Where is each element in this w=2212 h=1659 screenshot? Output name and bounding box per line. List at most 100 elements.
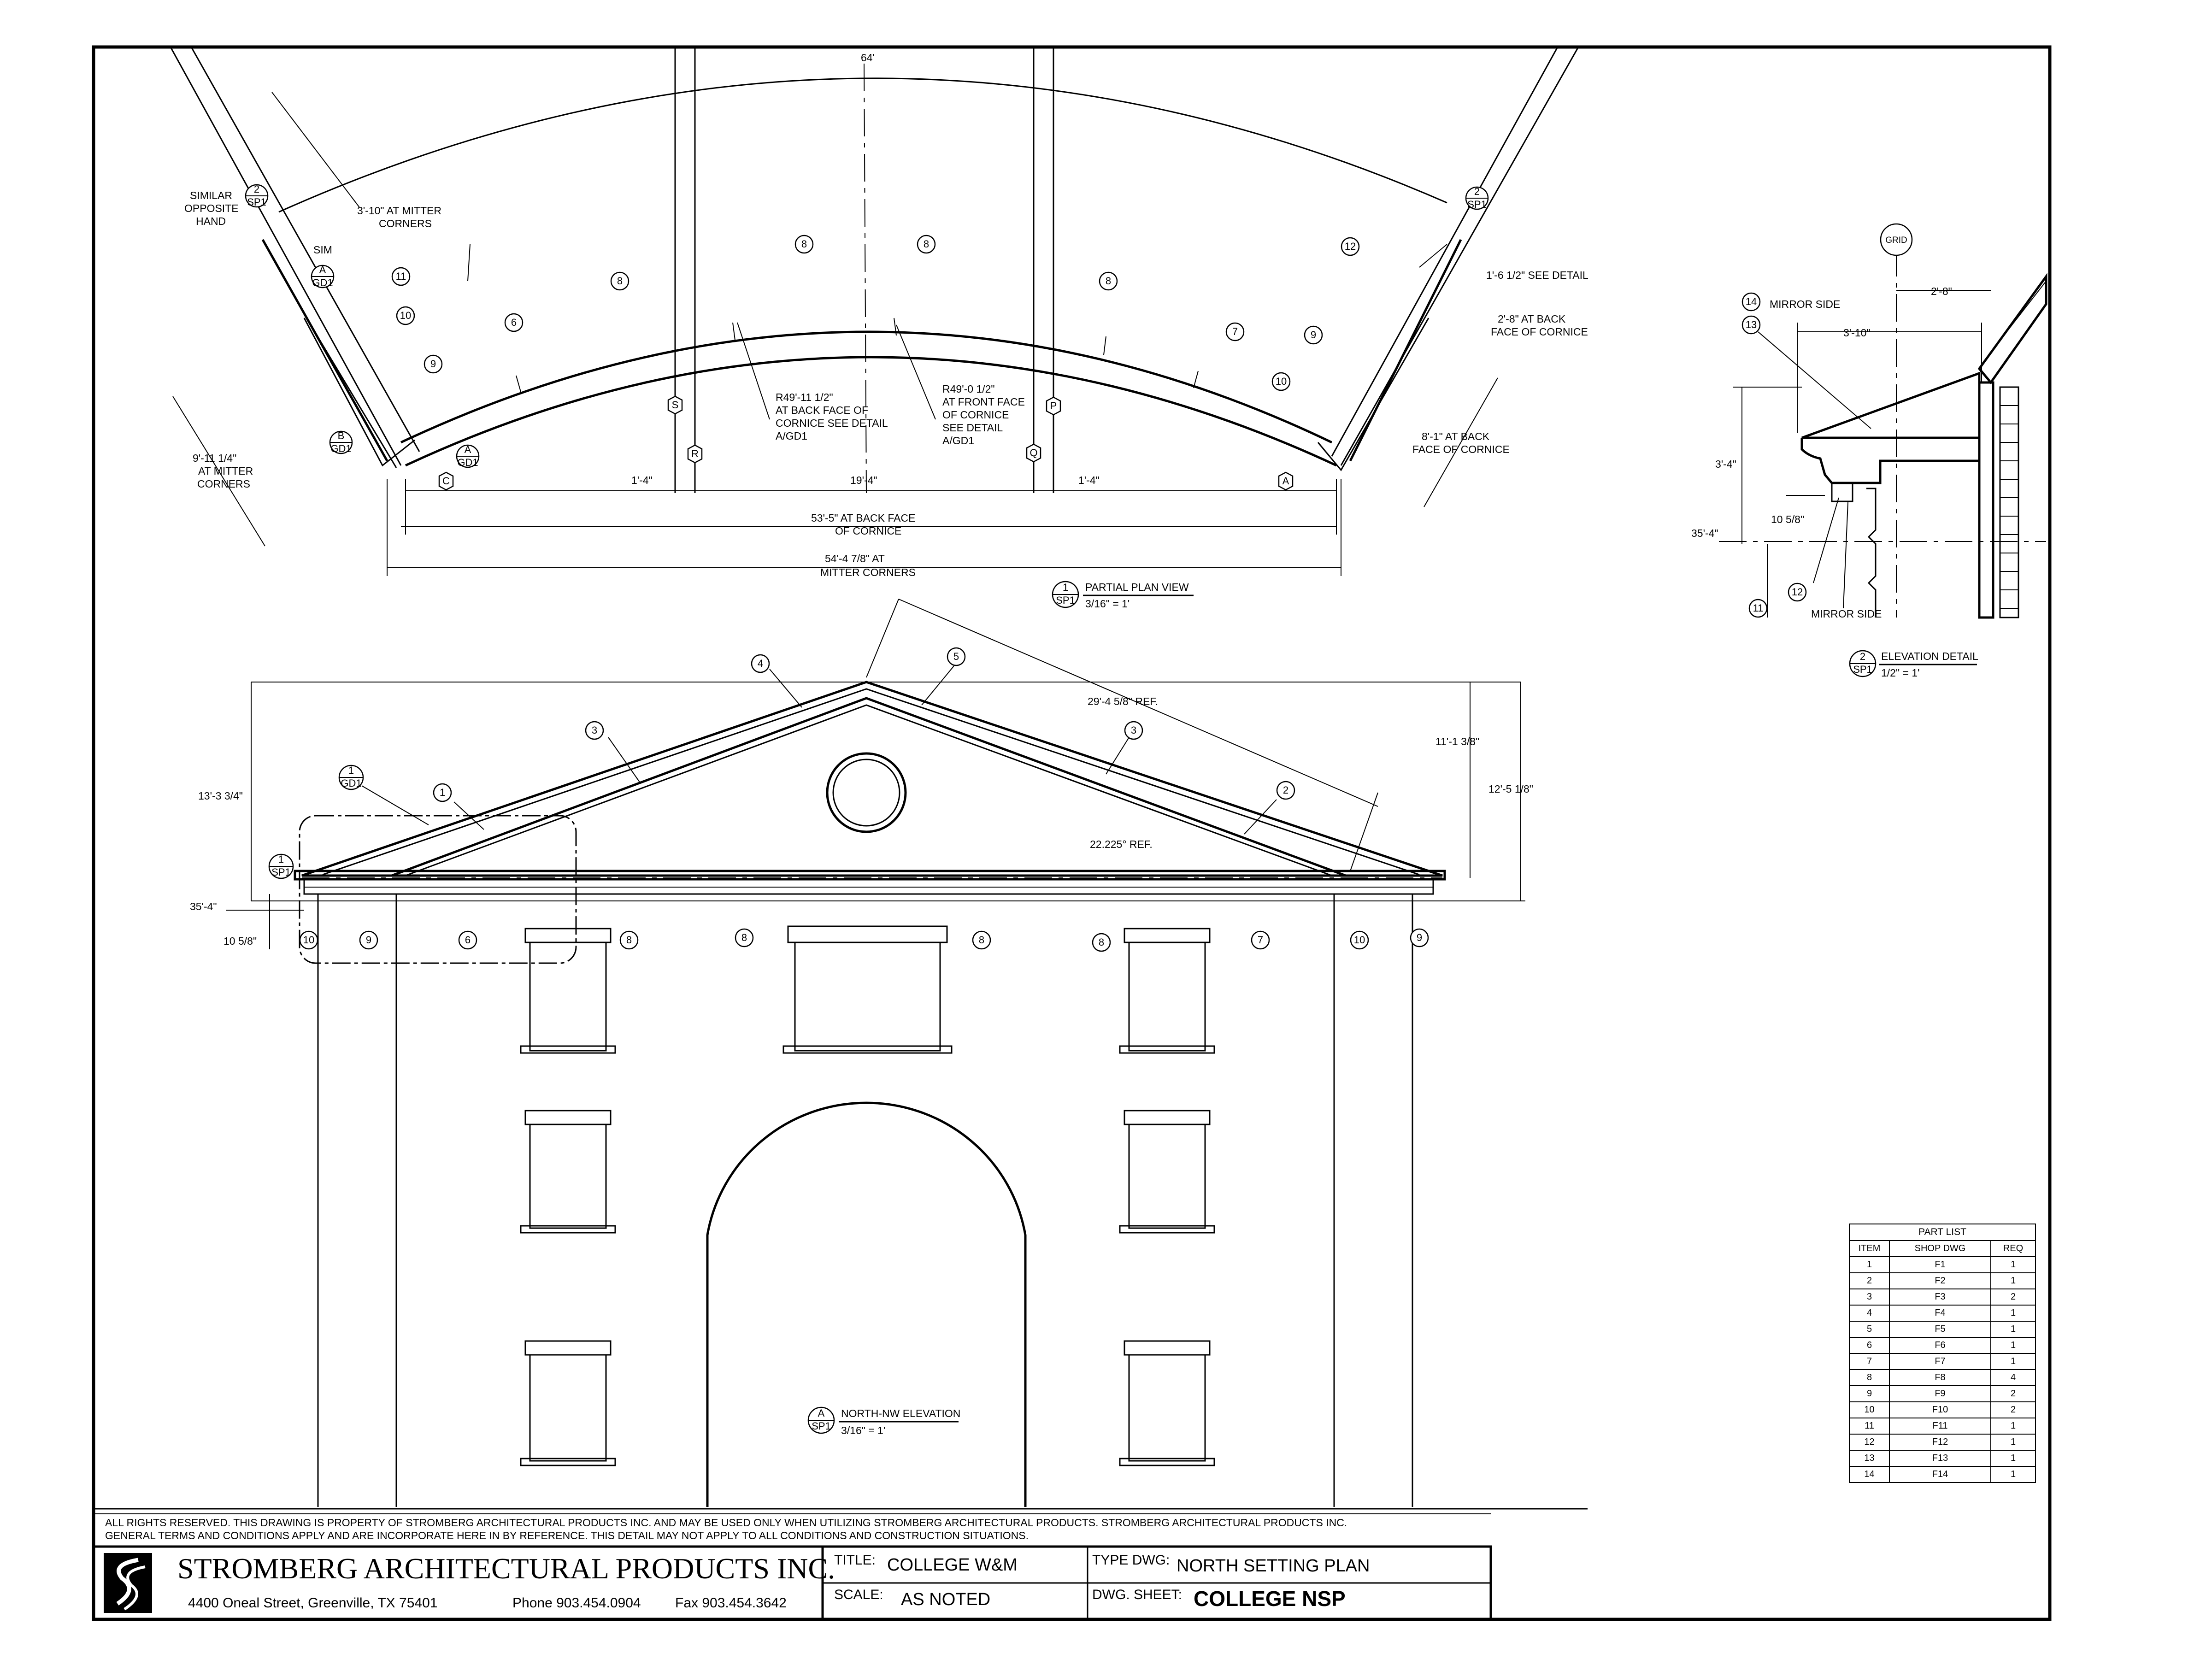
part-tag-number: 9	[430, 358, 436, 370]
table-cell: 1	[1990, 1337, 2036, 1354]
callout-2-sp1-right: 2 SP1	[1465, 186, 1489, 210]
part-tag-number: 8	[617, 275, 623, 287]
dim-13-3: 13'-3 3/4"	[198, 790, 243, 802]
elevation-view-title: A SP1 NORTH-NW ELEVATION 3/16" = 1'	[807, 1406, 960, 1436]
part-tag-11: 11	[391, 267, 411, 286]
svg-text:ELEVATION DETAIL: ELEVATION DETAIL	[1881, 650, 1978, 662]
svg-text:PARTIAL PLAN VIEW: PARTIAL PLAN VIEW	[1085, 581, 1189, 593]
part-tag-number: 10	[400, 310, 411, 321]
svg-text:2: 2	[254, 183, 259, 195]
grid-tag-q: Q	[1026, 443, 1041, 463]
part-tag-number: 11	[1753, 602, 1764, 614]
table-cell: F3	[1889, 1288, 1991, 1306]
grid-bubble: GRID	[1880, 223, 1913, 256]
part-tag-number: 14	[1746, 296, 1757, 307]
window-top-right	[1119, 928, 1215, 1054]
part-tag-3: 3	[1124, 721, 1143, 740]
svg-text:SP1: SP1	[1467, 199, 1487, 210]
cornice-back-arc	[400, 330, 1333, 444]
part-tag-number: 11	[396, 271, 406, 282]
part-tag-number: 3	[1131, 724, 1136, 736]
part-tag-number: 7	[1232, 326, 1238, 337]
svg-text:A: A	[818, 1407, 825, 1419]
table-cell: 1	[1990, 1466, 2036, 1483]
detail-3-4: 3'-4"	[1715, 458, 1736, 470]
table-cell: 10	[1849, 1401, 1890, 1418]
dim-11-1: 11'-1 3/8"	[1435, 735, 1479, 747]
part-tag-7: 7	[1251, 930, 1270, 950]
table-cell: 13	[1849, 1450, 1890, 1467]
svg-text:NORTH-NW ELEVATION: NORTH-NW ELEVATION	[841, 1407, 960, 1419]
svg-text:S: S	[672, 399, 679, 411]
part-tag-2: 2	[1276, 781, 1295, 800]
miter-note-left: 3'-10" AT MITTER CORNERS	[357, 205, 444, 229]
table-cell: F13	[1889, 1450, 1991, 1467]
part-tag-number: 9	[1311, 329, 1316, 341]
svg-text:GD1: GD1	[457, 457, 478, 468]
part-tag-number: 4	[758, 658, 763, 669]
table-cell: F9	[1889, 1385, 1991, 1402]
window-mid-left	[520, 1110, 616, 1234]
company-fax: Fax 903.454.3642	[675, 1595, 787, 1611]
part-tag-number: 8	[1099, 936, 1104, 948]
right-8-1-dim: 8'-1" AT BACK FACE OF CORNICE	[1412, 430, 1510, 455]
elevation-detail: 2'-8" 3'-10" 3'-4" 10 5/8" 35'-4" GRID M…	[1691, 223, 2047, 679]
part-tag-number: 6	[511, 317, 517, 328]
part-tag-11: 11	[1748, 599, 1768, 618]
plan-outer-arc	[278, 77, 1447, 213]
svg-text:3/16" = 1': 3/16" = 1'	[1085, 598, 1130, 610]
part-tag-4: 4	[751, 654, 770, 673]
table-cell: 2	[1990, 1401, 2036, 1418]
table-cell: 12	[1849, 1434, 1890, 1451]
part-tag-number: 9	[1417, 932, 1422, 943]
window-mid-right	[1119, 1110, 1215, 1234]
svg-text:A: A	[465, 444, 471, 455]
table-cell: F14	[1889, 1466, 1991, 1483]
part-tag-10: 10	[396, 306, 415, 325]
part-tag-8: 8	[794, 235, 814, 254]
part-tag-6: 6	[504, 313, 524, 332]
table-cell: F1	[1889, 1256, 1991, 1273]
sheet-label: DWG. SHEET:	[1092, 1587, 1182, 1602]
part-tag-10: 10	[1271, 372, 1291, 391]
detail-2-8: 2'-8"	[1931, 285, 1952, 297]
part-tag-number: 9	[366, 934, 371, 946]
svg-text:R: R	[691, 448, 699, 459]
part-tag-number: 10	[1354, 934, 1365, 946]
part-tag-8: 8	[735, 928, 754, 947]
part-tag-8: 8	[972, 930, 991, 950]
mirror-side-11: MIRROR SIDE	[1811, 608, 1882, 620]
part-tag-8: 8	[619, 930, 639, 950]
part-tag-number: 6	[465, 934, 471, 946]
north-nw-elevation: 29'-4 5/8" REF. 11'-1 3/8" 12'-5 1/8" 13…	[190, 599, 1533, 1507]
window-low-right	[1119, 1340, 1215, 1466]
sheet-border	[92, 45, 2052, 1621]
table-cell: 9	[1849, 1385, 1890, 1402]
part-tag-5: 5	[947, 647, 966, 666]
svg-text:P: P	[1050, 400, 1057, 412]
company-name: STROMBERG ARCHITECTURAL PRODUCTS INC.	[177, 1552, 835, 1585]
svg-text:1: 1	[348, 765, 354, 776]
part-tag-1: 1	[433, 783, 452, 802]
dim-12-5: 12'-5 1/8"	[1488, 783, 1533, 795]
part-tag-number: 7	[1258, 934, 1263, 946]
part-tag-9: 9	[1304, 325, 1323, 345]
dim-54-4: 54'-4 7/8" AT MITTER CORNERS	[820, 553, 916, 578]
detail-view-title: 2 SP1 ELEVATION DETAIL 1/2" = 1'	[1849, 650, 1978, 679]
svg-text:SP1: SP1	[247, 196, 266, 208]
radius-back-note: R49'-11 1/2" AT BACK FACE OF CORNICE SEE…	[776, 391, 890, 442]
part-tag-number: 12	[1792, 586, 1803, 598]
part-tag-number: 10	[1276, 376, 1287, 387]
table-cell: 1	[1990, 1418, 2036, 1435]
callout-2-sp1-left: 2 SP1	[245, 183, 269, 208]
